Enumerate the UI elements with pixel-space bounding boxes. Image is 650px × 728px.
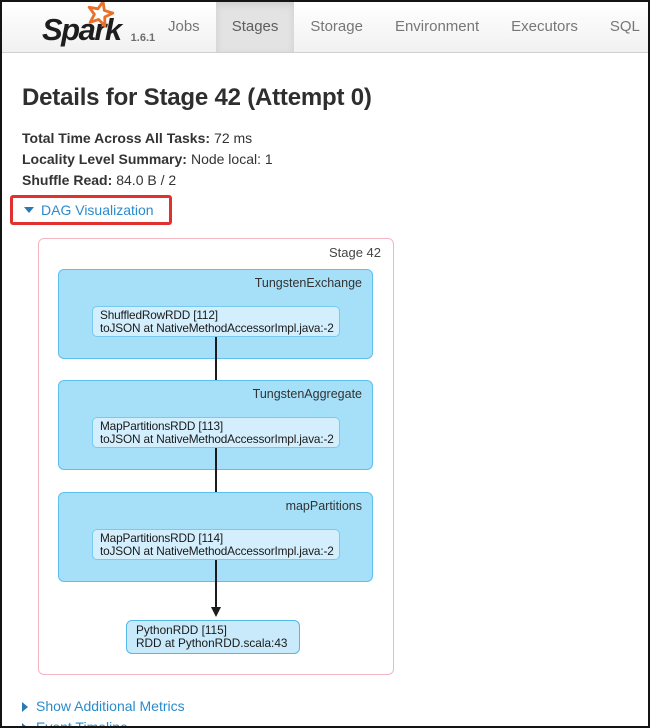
event-timeline-label: Event Timeline (36, 719, 128, 728)
rdd-node-callsite: toJSON at NativeMethodAccessorImpl.java:… (100, 543, 334, 558)
dag-cluster-label: mapPartitions (285, 499, 362, 513)
rdd-node-name: MapPartitionsRDD [114] (100, 530, 224, 545)
dag-node-mappartitionsrdd-113[interactable]: MapPartitionsRDD [113] toJSON at NativeM… (92, 417, 340, 448)
summary-locality-level: Locality Level Summary:Node local: 1 (22, 149, 628, 170)
stage-summary-list: Total Time Across All Tasks:72 ms Locali… (22, 128, 628, 191)
rdd-node-name: ShuffledRowRDD [112] (100, 307, 218, 322)
show-additional-metrics-label: Show Additional Metrics (36, 698, 185, 714)
tab-jobs[interactable]: Jobs (168, 18, 200, 35)
rdd-node-callsite: toJSON at NativeMethodAccessorImpl.java:… (100, 431, 334, 446)
summary-shuffle-read: Shuffle Read:84.0 B / 2 (22, 170, 628, 191)
tab-storage[interactable]: Storage (310, 18, 363, 35)
dag-visualization-label: DAG Visualization (41, 202, 154, 218)
show-additional-metrics-toggle[interactable]: Show Additional Metrics (22, 696, 185, 717)
spark-star-icon (87, 2, 115, 28)
summary-shuffle-read-value: 84.0 B / 2 (116, 172, 177, 188)
page-title: Details for Stage 42 (Attempt 0) (22, 84, 372, 111)
nav-tabs: Jobs Stages Storage Environment Executor… (152, 2, 648, 52)
dag-node-pythonrdd-115[interactable]: PythonRDD [115] RDD at PythonRDD.scala:4… (126, 620, 300, 654)
rdd-node-name: PythonRDD [115] (136, 623, 227, 637)
chevron-right-icon (22, 701, 28, 712)
stage-detail-page: Details for Stage 42 (Attempt 0) Total T… (2, 84, 648, 728)
rdd-node-callsite: RDD at PythonRDD.scala:43 (136, 636, 288, 650)
spark-logo-wordmark: Spark (42, 12, 122, 47)
dag-cluster-label: TungstenExchange (254, 276, 362, 290)
event-timeline-toggle[interactable]: Event Timeline (22, 717, 128, 728)
chevron-down-icon (24, 207, 34, 213)
tab-sql[interactable]: SQL (609, 18, 640, 35)
dag-visualization-toggle[interactable]: DAG Visualization (24, 202, 154, 218)
summary-total-time-label: Total Time Across All Tasks: (22, 130, 211, 146)
spark-version: 1.6.1 (130, 32, 156, 44)
dag-cluster-label: TungstenAggregate (252, 387, 362, 401)
dag-cluster-tungsten-exchange: TungstenExchange ShuffledRowRDD [112] to… (58, 269, 373, 359)
dag-node-shuffledrowrdd-112[interactable]: ShuffledRowRDD [112] toJSON at NativeMet… (92, 306, 340, 337)
rdd-node-name: MapPartitionsRDD [113] (100, 418, 224, 433)
tab-environment[interactable]: Environment (394, 18, 480, 35)
dag-visualization-panel: Stage 42 TungstenExchange ShuffledRowRDD… (38, 238, 394, 675)
summary-total-time-value: 72 ms (214, 130, 253, 146)
top-navbar: Spark 1.6.1 Jobs Stages Storage Environm… (2, 2, 648, 53)
stage-label: Stage 42 (328, 245, 381, 260)
rdd-node-callsite: toJSON at NativeMethodAccessorImpl.java:… (100, 320, 334, 335)
bottom-toggle-links: Show Additional Metrics Event Timeline (22, 696, 628, 728)
tab-stages[interactable]: Stages (215, 2, 295, 52)
summary-locality-level-value: Node local: 1 (190, 151, 273, 167)
summary-total-time: Total Time Across All Tasks:72 ms (22, 128, 628, 149)
summary-shuffle-read-label: Shuffle Read: (22, 172, 113, 188)
dag-toggle-row: DAG Visualization (10, 195, 628, 225)
summary-locality-level-label: Locality Level Summary: (22, 151, 187, 167)
dag-edge-arrow (211, 560, 221, 617)
tab-executors[interactable]: Executors (511, 18, 578, 35)
spark-brand[interactable]: Spark 1.6.1 (2, 2, 156, 52)
chevron-right-icon (22, 722, 28, 726)
dag-node-mappartitionsrdd-114[interactable]: MapPartitionsRDD [114] toJSON at NativeM… (92, 529, 340, 560)
dag-cluster-mappartitions: mapPartitions MapPartitionsRDD [114] toJ… (58, 492, 373, 582)
dag-visualization-highlight: DAG Visualization (10, 195, 172, 225)
